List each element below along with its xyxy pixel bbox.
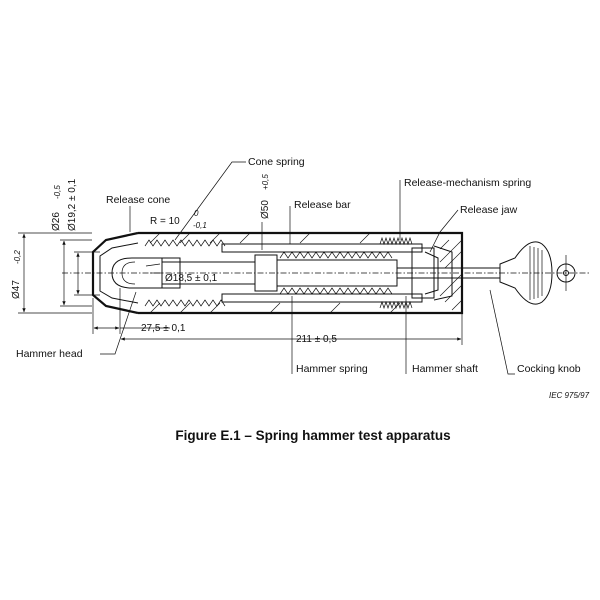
cocking-knob-shape [499, 241, 576, 305]
centre-bore [162, 261, 255, 285]
dim-dia-50-tol: +0,5 [261, 174, 270, 190]
label-release-mechanism-spring: Release-mechanism spring [404, 177, 531, 189]
hammer-shaft-shape [397, 267, 500, 279]
dim-dia-50: Ø50 [260, 200, 271, 219]
release-bar-shape [221, 243, 423, 253]
label-hammer-shaft: Hammer shaft [412, 363, 478, 375]
cone-inner-outline [99, 242, 139, 304]
dim-radius-tol-top: 0 [194, 209, 199, 218]
dim-len-27: 27,5 ± 0,1 [141, 323, 186, 334]
dim-dia-18: Ø18,5 ± 0,1 [165, 273, 218, 284]
iec-reference: IEC 975/97 [549, 391, 590, 400]
dim-dia-26: Ø26 [51, 212, 62, 231]
dim-len-211: 211 ± 0,5 [296, 334, 337, 345]
hammer-spring-coils [279, 251, 393, 295]
dim-dia-19: Ø19,2 ± 0,1 [67, 178, 78, 231]
dim-dia-47-tol: -0,2 [13, 250, 22, 264]
figure-caption: Figure E.1 – Spring hammer test apparatu… [175, 428, 450, 443]
rear-hatching [439, 239, 463, 311]
leader-lines [100, 161, 515, 375]
dimension-lines [18, 222, 463, 345]
dim-dia-47: Ø47 [11, 280, 22, 299]
label-cone-spring: Cone spring [248, 156, 305, 168]
label-hammer-spring: Hammer spring [296, 363, 368, 375]
housing-hatching [149, 232, 401, 314]
label-release-bar: Release bar [294, 199, 351, 211]
apparatus-drawing [62, 231, 590, 315]
label-cocking-knob: Cocking knob [517, 363, 581, 375]
dim-dia-26-tol: -0,5 [53, 185, 62, 199]
release-mechanism-spring-coils [379, 236, 413, 310]
cone-spring-coils [144, 239, 226, 307]
release-cone-outline [91, 231, 139, 315]
dim-radius: R = 10 [150, 216, 180, 227]
dim-radius-tol-bottom: -0,1 [193, 221, 207, 230]
label-hammer-head: Hammer head [16, 348, 83, 360]
label-release-jaw: Release jaw [460, 204, 518, 216]
label-release-cone: Release cone [106, 194, 170, 206]
